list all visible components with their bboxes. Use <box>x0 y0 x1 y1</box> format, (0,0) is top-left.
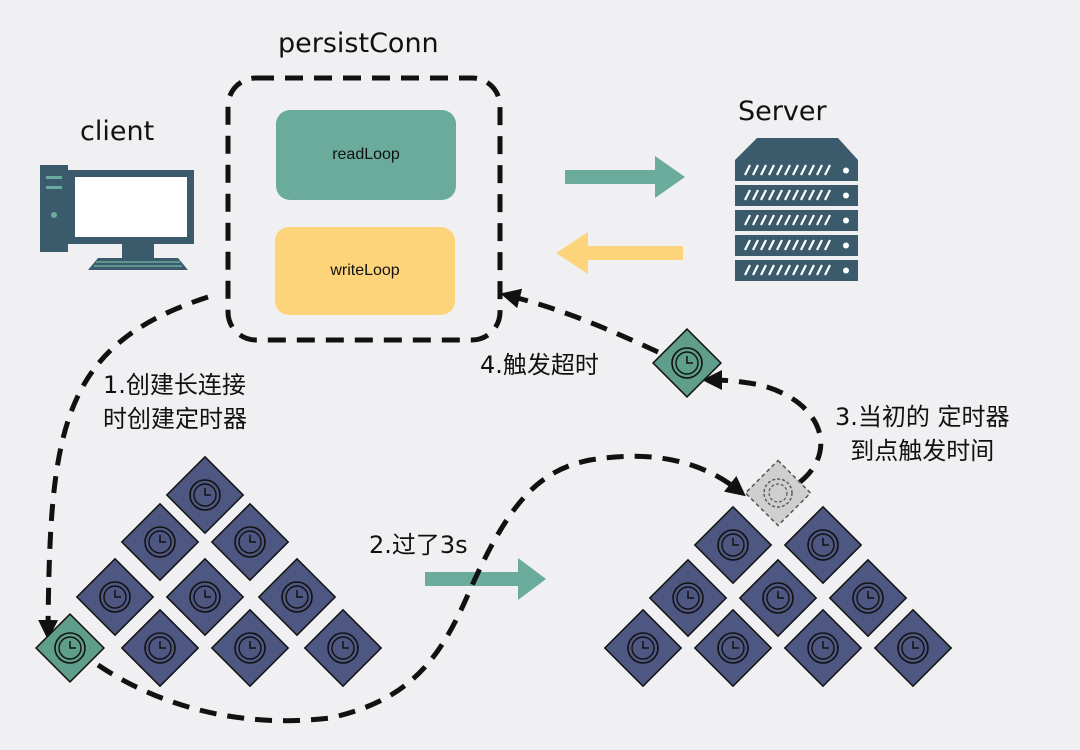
server-title: Server <box>738 96 827 127</box>
step-3-line-2: 到点触发时间 <box>850 437 995 465</box>
desktop-computer-icon <box>40 165 194 270</box>
time-passes-arrow <box>425 558 546 600</box>
clock-icon <box>189 479 221 511</box>
new-timer-icon <box>34 612 106 684</box>
box-tail <box>470 310 500 350</box>
write-loop-box: writeLoop <box>275 227 455 315</box>
client-title: client <box>80 116 155 147</box>
step-1-label: 1.创建长连接 时创建定时器 <box>103 368 247 436</box>
step-3-line-1: 3.当初的 定时器 <box>835 403 1010 431</box>
read-loop-label: readLoop <box>332 146 400 163</box>
triggered-timer-icon <box>651 327 723 399</box>
clock-icon <box>627 632 659 664</box>
clock-icon <box>717 632 749 664</box>
flow-timer-to-heap <box>96 453 746 724</box>
flow-create-timer <box>38 294 209 640</box>
clock-icon <box>762 582 794 614</box>
clock-icon <box>54 632 86 664</box>
clock-icon <box>189 581 221 613</box>
clock-icon <box>807 632 839 664</box>
step-3-label: 3.当初的 定时器 到点触发时间 <box>835 400 1010 468</box>
clock-icon <box>99 581 131 613</box>
fired-timer-slot-icon <box>744 459 812 527</box>
response-arrow <box>556 232 683 274</box>
clock-icon <box>672 582 704 614</box>
step-2-label: 2.过了3s <box>369 531 468 559</box>
clock-icon <box>671 347 703 379</box>
clock-icon <box>234 526 266 558</box>
clock-icon <box>807 529 839 561</box>
step-1-line-1: 1.创建长连接 <box>103 371 246 399</box>
clock-icon <box>234 632 266 664</box>
persist-conn-title: persistConn <box>278 28 439 59</box>
left-timer-heap <box>75 455 383 688</box>
clock-icon <box>852 582 884 614</box>
clock-icon <box>144 526 176 558</box>
flow-fire-timer <box>702 370 824 484</box>
clock-icon <box>327 632 359 664</box>
server-rack-icon <box>733 138 860 283</box>
flow-timeout-to-conn <box>500 288 660 355</box>
read-loop-box: readLoop <box>276 110 456 200</box>
clock-icon <box>281 581 313 613</box>
step-4-label: 4.触发超时 <box>480 351 599 379</box>
persist-conn-box <box>225 75 503 343</box>
clock-icon <box>144 632 176 664</box>
clock-icon <box>717 529 749 561</box>
request-arrow <box>565 156 685 198</box>
write-loop-label: writeLoop <box>330 262 400 279</box>
step-1-line-2: 时创建定时器 <box>103 405 247 433</box>
clock-icon <box>897 632 929 664</box>
